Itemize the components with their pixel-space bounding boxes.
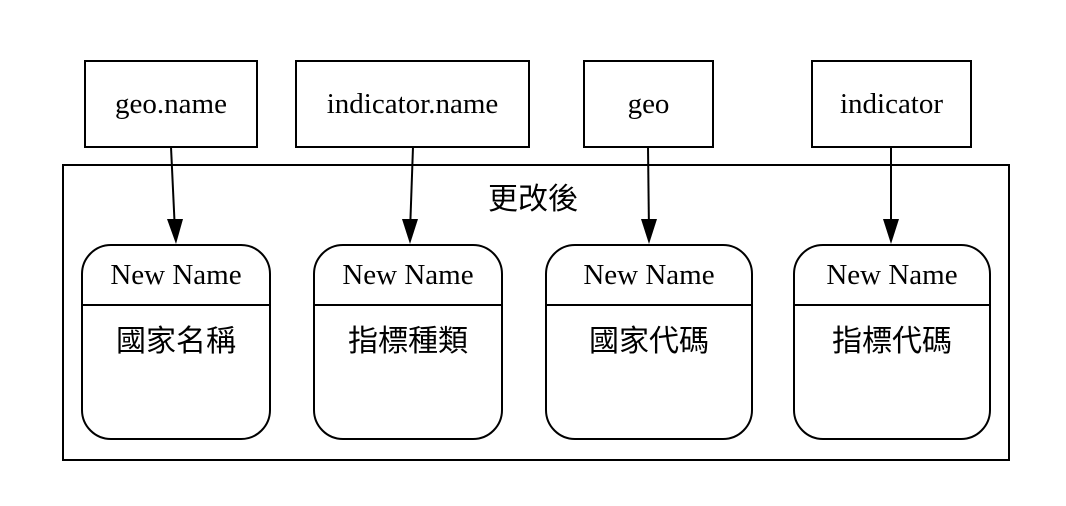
target-node-indicator-type: New Name 指標種類 (313, 244, 503, 440)
source-node-label: geo.name (115, 87, 227, 120)
record-header: New Name (83, 246, 269, 306)
record-value: 指標種類 (348, 324, 468, 359)
cluster-label: 更改後 (488, 182, 578, 217)
target-node-country-name: New Name 國家名稱 (81, 244, 271, 440)
record-value: 國家代碼 (589, 324, 709, 359)
record-header: New Name (315, 246, 501, 306)
record-header: New Name (795, 246, 989, 306)
cluster-box (62, 164, 1010, 461)
target-node-indicator-code: New Name 指標代碼 (793, 244, 991, 440)
source-node-indicator-name: indicator.name (295, 60, 530, 148)
target-node-country-code: New Name 國家代碼 (545, 244, 753, 440)
source-node-label: geo (627, 87, 670, 120)
record-header: New Name (547, 246, 751, 306)
source-node-label: indicator (839, 87, 944, 120)
source-node-indicator: indicator (811, 60, 972, 148)
record-value: 指標代碼 (832, 324, 952, 359)
source-node-geo-name: geo.name (84, 60, 258, 148)
source-node-geo: geo (583, 60, 714, 148)
record-value: 國家名稱 (116, 324, 236, 359)
source-node-label: indicator.name (326, 87, 499, 120)
